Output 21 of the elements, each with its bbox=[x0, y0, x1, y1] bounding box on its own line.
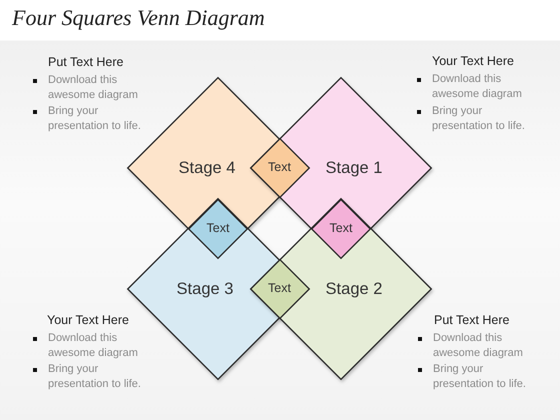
bullet-text: Download this awesome diagram bbox=[48, 331, 139, 361]
note-heading: Your Text Here bbox=[432, 53, 514, 69]
bullet-text: Bring your presentation to life. bbox=[48, 104, 142, 134]
overlap-label: Text bbox=[330, 222, 352, 236]
note-heading: Your Text Here bbox=[47, 312, 129, 328]
note-heading: Put Text Here bbox=[48, 54, 124, 70]
stage-label: Stage 2 bbox=[326, 280, 382, 298]
stage-label: Stage 3 bbox=[176, 280, 234, 298]
stage-label: Stage 4 bbox=[178, 158, 236, 178]
bullet-text: Download this awesome diagram bbox=[48, 73, 139, 103]
bullet-text: Bring your presentation to life. bbox=[432, 104, 526, 134]
overlap-label: Text bbox=[206, 222, 230, 236]
bullet-text: Download this awesome diagram bbox=[433, 331, 524, 361]
note-heading: Put Text Here bbox=[434, 312, 510, 328]
bullet-text: Download this awesome diagram bbox=[432, 72, 523, 102]
overlap-label: Text bbox=[268, 282, 291, 296]
overlap-label: Text bbox=[268, 161, 291, 175]
stage-label: Stage 1 bbox=[326, 158, 382, 178]
title: Four Squares Venn Diagram bbox=[12, 5, 265, 31]
bullet-text: Bring your presentation to life. bbox=[48, 362, 142, 392]
bullet-text: Bring your presentation to life. bbox=[433, 362, 527, 392]
